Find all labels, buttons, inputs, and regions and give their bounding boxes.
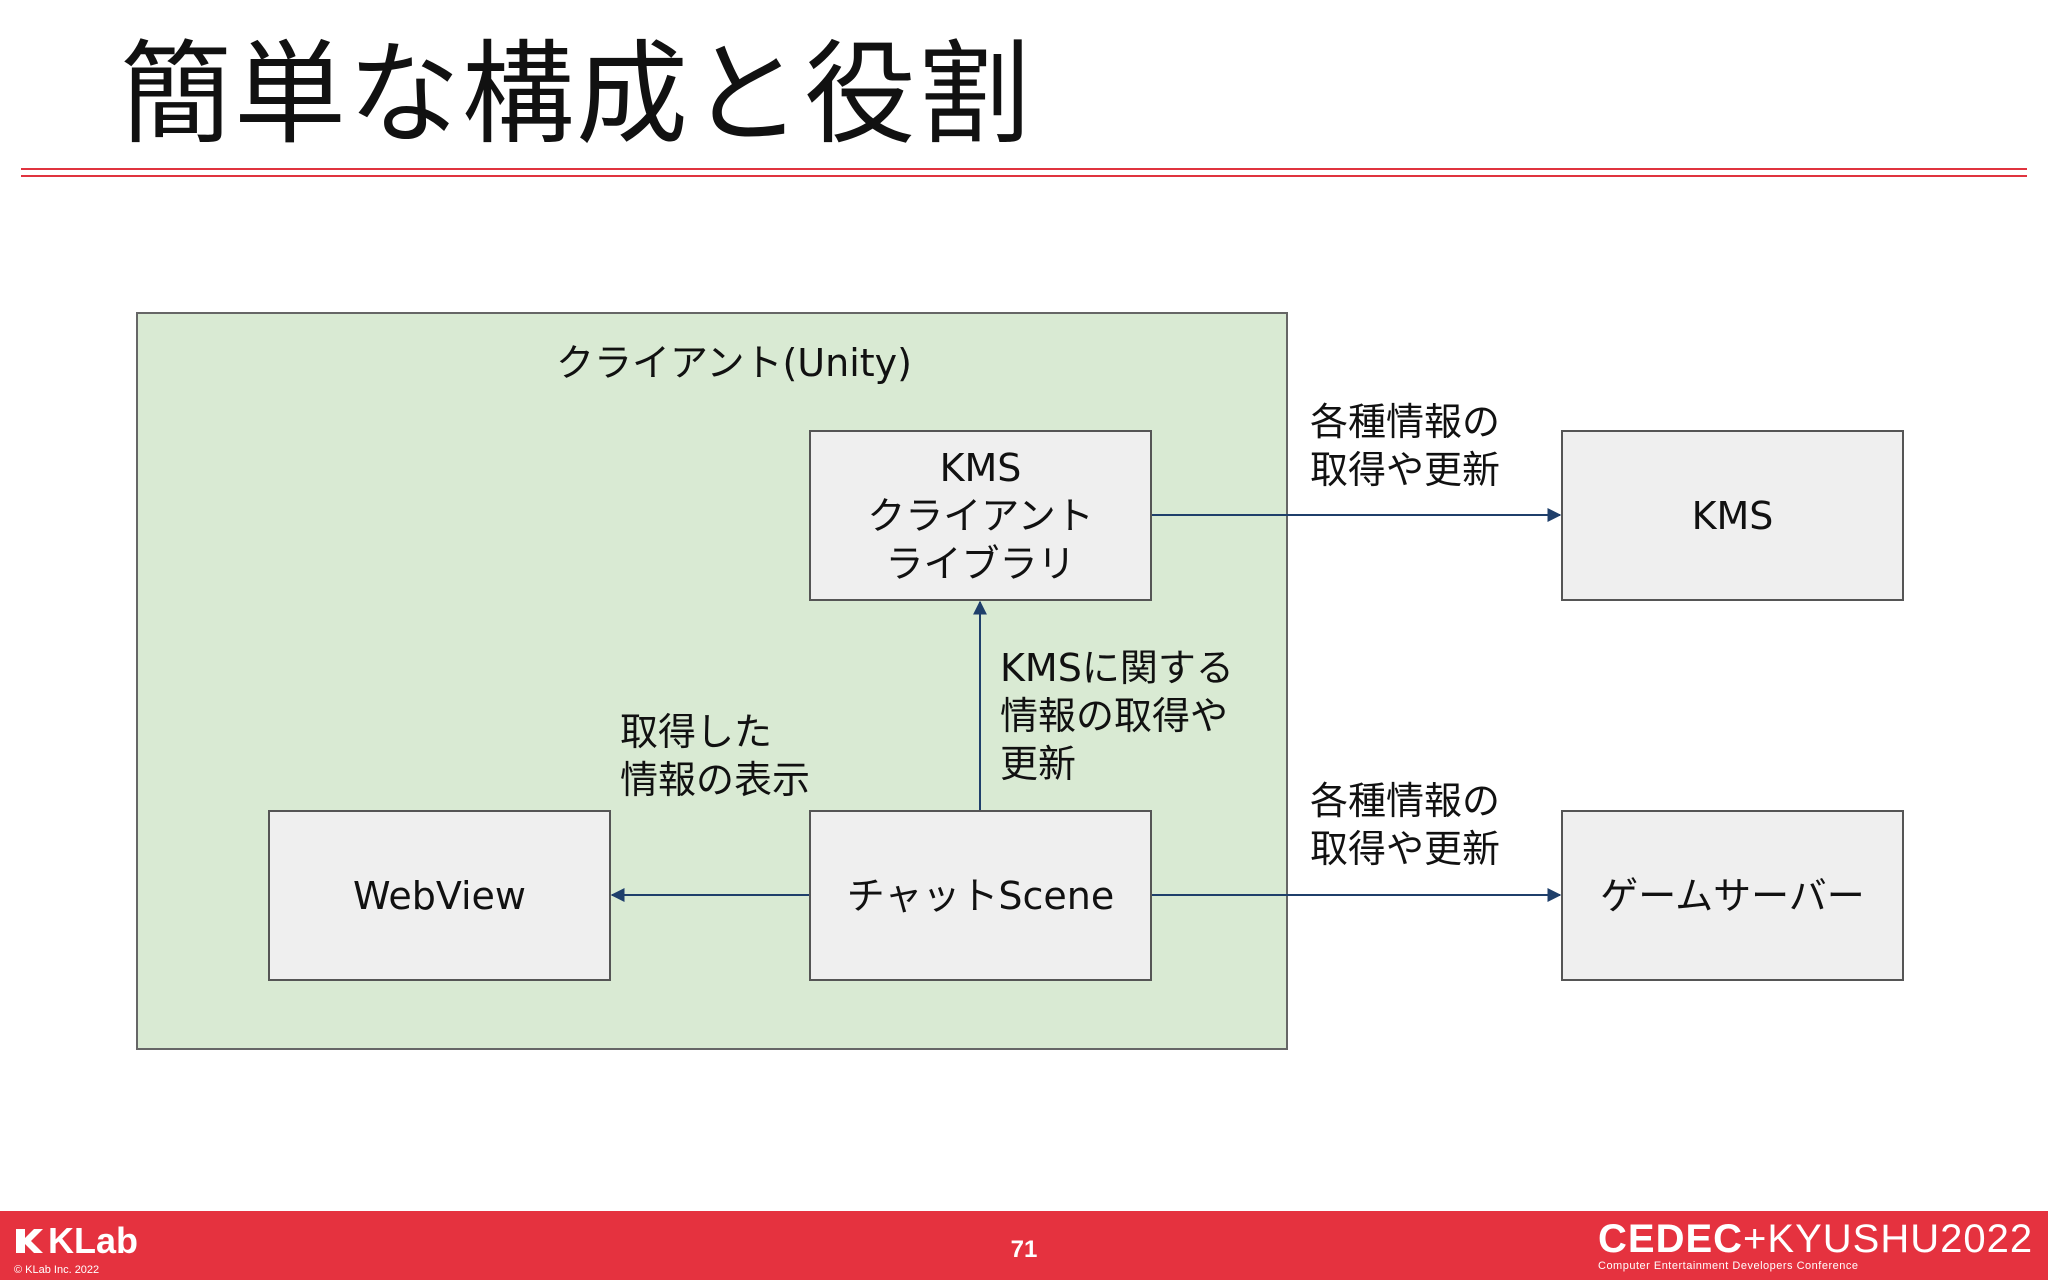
title-divider-bottom [21, 175, 2027, 177]
klab-logo-text: KLab [48, 1220, 138, 1261]
footer-bar [0, 1211, 2048, 1280]
page-number: 71 [1010, 1236, 1038, 1263]
node-kms-client-library-label: KMS クライアント ライブラリ [867, 445, 1094, 586]
node-chat-scene: チャットScene [809, 810, 1152, 981]
event-name-bold: CEDEC [1598, 1217, 1744, 1261]
node-kms: KMS [1561, 430, 1904, 601]
node-game-server-label: ゲームサーバー [1600, 873, 1865, 918]
event-logo: CEDEC+KYUSHU2022 Computer Entertainment … [1598, 1218, 2033, 1272]
event-subtitle: Computer Entertainment Developers Confer… [1598, 1260, 1859, 1272]
node-webview-label: WebView [352, 873, 527, 918]
edge-label-library-to-kms: 各種情報の 取得や更新 [1310, 400, 1501, 492]
node-kms-label: KMS [1691, 493, 1774, 538]
node-kms-client-library: KMS クライアント ライブラリ [809, 430, 1152, 601]
node-webview: WebView [268, 810, 611, 981]
copyright-text: © KLab Inc. 2022 [14, 1264, 100, 1276]
client-group-label: クライアント(Unity) [556, 341, 912, 385]
page-title: 簡単な構成と役割 [120, 30, 1032, 160]
diagram-arrows [610, 508, 1562, 902]
event-name-rest: +KYUSHU2022 [1743, 1217, 2034, 1261]
edge-label-chat-to-library: KMSに関する 情報の取得や 更新 [1000, 646, 1234, 786]
klab-mark-icon [16, 1229, 43, 1253]
edge-label-chat-to-webview: 取得した 情報の表示 [620, 710, 811, 802]
node-chat-scene-label: チャットScene [846, 873, 1115, 918]
klab-logo: KLab [14, 1220, 138, 1262]
node-game-server: ゲームサーバー [1561, 810, 1904, 981]
title-divider-top [21, 168, 2027, 170]
edge-label-chat-to-gameserver: 各種情報の 取得や更新 [1310, 779, 1501, 871]
